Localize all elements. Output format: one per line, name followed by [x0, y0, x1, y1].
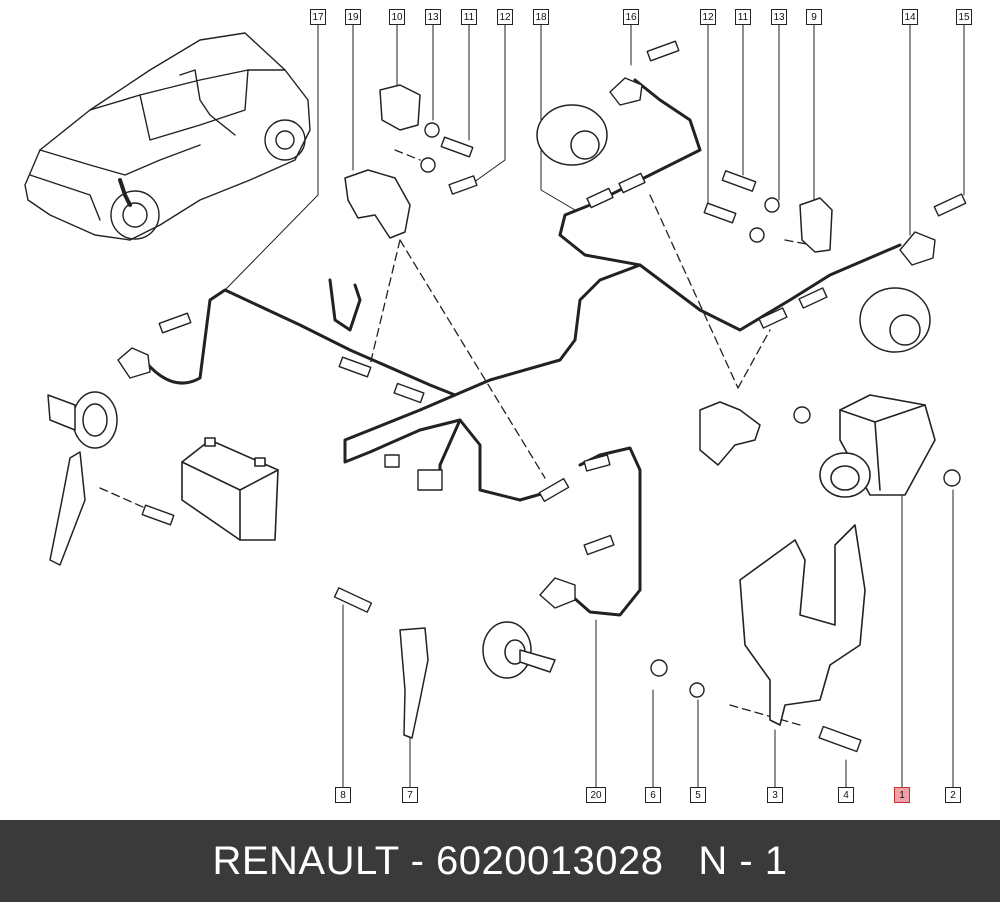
callout-11: 11 [461, 9, 477, 25]
callout-11b: 11 [735, 9, 751, 25]
callout-9: 9 [806, 9, 822, 25]
callout-10: 10 [389, 9, 405, 25]
part-number-caption: RENAULT - 6020013028 N - 1 [212, 838, 788, 883]
callout-17: 17 [310, 9, 326, 25]
callout-12b: 12 [700, 9, 716, 25]
battery [181, 437, 279, 541]
leader-lines [224, 24, 965, 791]
harness-connectors [338, 172, 828, 503]
callout-13b: 13 [771, 9, 787, 25]
exploded-parts-diagram [24, 24, 967, 791]
abs-wiring-harness [138, 78, 902, 617]
callout-19: 19 [345, 9, 361, 25]
callout-14: 14 [902, 9, 918, 25]
callout-15: 15 [956, 9, 972, 25]
callout-3: 3 [767, 787, 783, 803]
bolts-and-washers [141, 40, 967, 753]
tone-ring-hubs [47, 104, 931, 679]
callout-16: 16 [623, 9, 639, 25]
footer-banner: RENAULT - 6020013028 N - 1 [0, 820, 1000, 902]
wheel-speed-sensors [117, 77, 936, 609]
abs-modulator-unit [819, 394, 936, 498]
assembly-dashed-lines [99, 149, 813, 726]
callout-20: 20 [586, 787, 606, 803]
callout-13: 13 [425, 9, 441, 25]
callout-7: 7 [402, 787, 418, 803]
callout-6: 6 [645, 787, 661, 803]
mounting-brackets [49, 84, 833, 739]
callout-1-highlighted: 1 [894, 787, 910, 803]
callout-4: 4 [838, 787, 854, 803]
callout-5: 5 [690, 787, 706, 803]
callout-2: 2 [945, 787, 961, 803]
callout-18: 18 [533, 9, 549, 25]
callout-12: 12 [497, 9, 513, 25]
modulator-support-bracket [739, 524, 866, 726]
car-illustration [24, 32, 311, 241]
callout-8: 8 [335, 787, 351, 803]
